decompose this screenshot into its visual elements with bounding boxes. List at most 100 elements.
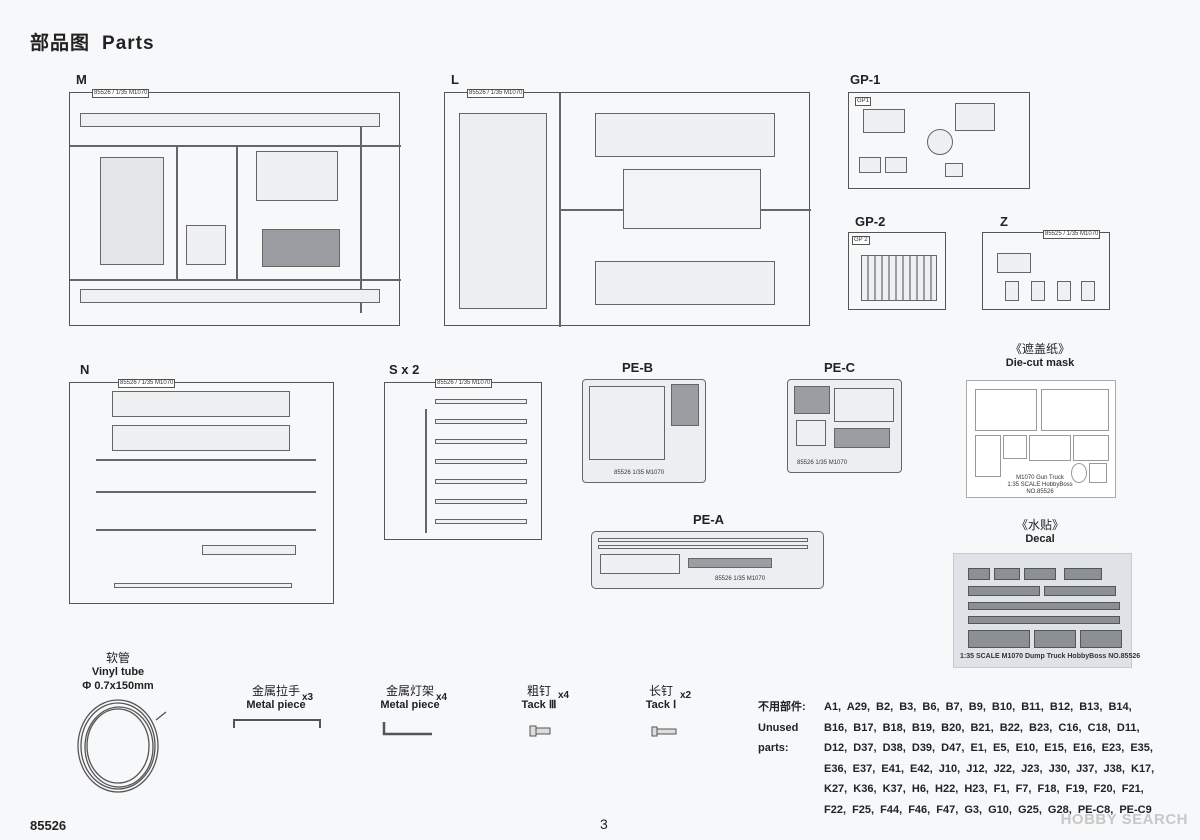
mask-piece-8 bbox=[1089, 463, 1107, 483]
unused-line-1: A1, A29, B2, B3, B6, B7, B9, B10, B11, B… bbox=[824, 701, 1132, 713]
sprue-z-label: Z bbox=[1000, 214, 1008, 229]
pe-b-fret: 85526 1/35 M1070 bbox=[582, 379, 706, 483]
unused-label-zh: 不用部件: bbox=[758, 701, 806, 713]
tack3-en: Tack Ⅲ bbox=[521, 699, 557, 711]
vinyl-caption: 软管 Vinyl tube Φ 0.7x150mm bbox=[76, 651, 160, 693]
sprue-gp1-tag: GP1 bbox=[855, 97, 872, 106]
sprue-l-frame: 85526 / 1/35 M1070 bbox=[444, 89, 811, 327]
unused-line-6: F22, F25, F44, F46, F47, G3, G10, G25, G… bbox=[824, 803, 1152, 816]
clear-light bbox=[927, 129, 953, 155]
tack1-mult: x2 bbox=[680, 690, 692, 701]
rod-part bbox=[114, 583, 292, 588]
clear-lens-3 bbox=[945, 163, 963, 177]
page-title-en: Parts bbox=[102, 33, 155, 54]
vinyl-tube-coil-icon bbox=[77, 699, 167, 793]
pe-a-strip-1 bbox=[598, 538, 808, 542]
mask-piece-4 bbox=[1003, 435, 1027, 459]
mask-title-zh: 《遮盖纸》 bbox=[1009, 342, 1070, 356]
tack1-zh: 长钉 bbox=[648, 684, 673, 698]
sprue-gp1-frame: GP1 bbox=[848, 92, 1030, 189]
page-title-zh: 部品图 bbox=[30, 33, 91, 54]
metal-piece-1-mult: x3 bbox=[302, 692, 314, 703]
decal-title-zh: 《水贴》 bbox=[1015, 518, 1064, 532]
cab-panel bbox=[256, 151, 338, 201]
sprue-gp2-frame: GP 2 bbox=[848, 232, 946, 310]
clear-lens-1 bbox=[859, 157, 881, 173]
clear-bolts bbox=[861, 255, 937, 301]
sprue-m-tag: 85526 / 1/35 M1070 bbox=[92, 89, 150, 98]
frame-rail-upper bbox=[80, 113, 380, 127]
z-part-5 bbox=[1081, 281, 1095, 301]
sprue-s-tag: 85526 / 1/35 M1070 bbox=[435, 379, 493, 388]
mask-piece-1 bbox=[975, 389, 1037, 431]
sprue-n-frame: 85526 / 1/35 M1070 bbox=[69, 379, 334, 604]
metal-piece-2-zh: 金属灯架 bbox=[385, 684, 434, 698]
tack3-mult: x4 bbox=[558, 690, 570, 701]
clear-window bbox=[863, 109, 905, 133]
decal-item-9 bbox=[968, 630, 1030, 648]
metal-piece-2-caption: 金属灯架 Metal piece bbox=[370, 684, 450, 712]
z-part-1 bbox=[997, 253, 1031, 273]
tack3-zh: 粗钉 bbox=[526, 684, 551, 698]
unused-line-2: B16, B17, B18, B19, B20, B21, B22, B23, … bbox=[824, 721, 1140, 734]
pe-c-part-3 bbox=[796, 420, 826, 446]
bed-side-upper bbox=[595, 113, 775, 157]
unused-parts-list: 不用部件: A1, A29, B2, B3, B6, B7, B9, B10, … bbox=[758, 697, 1178, 821]
z-part-2 bbox=[1005, 281, 1019, 301]
decal-item-3 bbox=[1024, 568, 1056, 580]
sprue-z-frame: 85525 / 1/35 M1070 bbox=[982, 230, 1110, 310]
hydraulic-arms bbox=[623, 169, 761, 229]
pe-a-strip-2 bbox=[598, 545, 808, 549]
sprue-gp2-tag: GP 2 bbox=[852, 236, 870, 245]
sprue-m-label: M bbox=[76, 72, 87, 87]
s-rod-6 bbox=[435, 499, 527, 504]
decal-item-6 bbox=[1044, 586, 1116, 596]
sprue-gp2-label: GP-2 bbox=[855, 214, 886, 229]
metal-piece-2-mult: x4 bbox=[436, 692, 448, 703]
die-cut-mask-sheet: M1070 Gun Truck 1:35 SCALE HobbyBoss NO.… bbox=[966, 380, 1116, 498]
z-part-4 bbox=[1057, 281, 1071, 301]
metal-piece-1-en: Metal piece bbox=[246, 699, 306, 711]
pe-b-mesh bbox=[671, 384, 699, 426]
metal-piece-1-zh: 金属拉手 bbox=[251, 684, 300, 698]
kit-number: 85526 bbox=[30, 818, 67, 833]
decal-caption: 《水贴》 Decal bbox=[990, 518, 1090, 546]
tack-long-icon bbox=[651, 726, 677, 737]
vinyl-size: Φ 0.7x150mm bbox=[82, 680, 154, 692]
sprue-n-tag: 85526 / 1/35 M1070 bbox=[118, 379, 176, 388]
s-rod-2 bbox=[435, 419, 527, 424]
decal-item-4 bbox=[1064, 568, 1102, 580]
unused-line-3: D12, D37, D38, D39, D47, E1, E5, E10, E1… bbox=[824, 742, 1153, 755]
decal-item-11 bbox=[1080, 630, 1122, 648]
mask-piece-7 bbox=[1071, 463, 1087, 483]
sprue-n-label: N bbox=[80, 362, 90, 377]
pe-c-tag: 85526 1/35 M1070 bbox=[797, 460, 848, 466]
pe-c-part-2 bbox=[834, 388, 894, 422]
mask-piece-6 bbox=[1073, 435, 1109, 461]
pe-c-fret: 85526 1/35 M1070 bbox=[787, 379, 902, 473]
bed-side-lower bbox=[595, 261, 775, 305]
vinyl-zh: 软管 bbox=[105, 651, 130, 665]
decal-item-8 bbox=[968, 616, 1120, 624]
page-title: 部品图 Parts bbox=[30, 28, 155, 55]
long-panel-1 bbox=[112, 391, 290, 417]
decal-sheet-text: 1:35 SCALE M1070 Dump Truck HobbyBoss NO… bbox=[960, 653, 1141, 660]
long-panel-2 bbox=[112, 425, 290, 451]
pe-a-tag: 85526 1/35 M1070 bbox=[715, 576, 766, 582]
metal-light-bracket-icon bbox=[382, 722, 432, 736]
sprue-l-label: L bbox=[451, 72, 459, 87]
unused-label-en: Unused parts: bbox=[758, 721, 799, 755]
pe-a-label: PE-A bbox=[693, 512, 725, 527]
mask-piece-3 bbox=[975, 435, 1001, 477]
sprue-z-tag: 85525 / 1/35 M1070 bbox=[1043, 230, 1101, 239]
dump-bed-floor bbox=[459, 113, 547, 309]
s-rod-3 bbox=[435, 439, 527, 444]
clear-lens-2 bbox=[885, 157, 907, 173]
pe-a-grille bbox=[688, 558, 772, 568]
metal-piece-1-caption: 金属拉手 Metal piece bbox=[236, 684, 316, 712]
pe-b-plate bbox=[589, 386, 665, 460]
pe-b-label: PE-B bbox=[622, 360, 654, 375]
s-rod-1 bbox=[435, 399, 527, 404]
mask-sheet-text: M1070 Gun Truck 1:35 SCALE HobbyBoss NO.… bbox=[1007, 475, 1073, 495]
decal-title-en: Decal bbox=[1025, 533, 1055, 545]
